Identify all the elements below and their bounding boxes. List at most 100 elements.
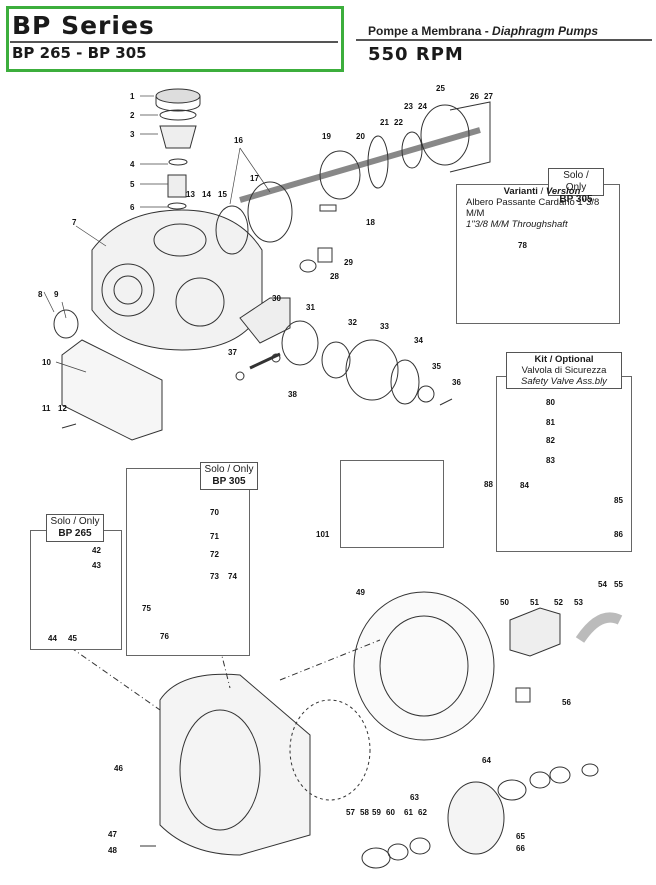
part-number-7: 7 bbox=[72, 218, 77, 227]
part-number-43: 43 bbox=[92, 561, 101, 570]
part-number-44: 44 bbox=[48, 634, 57, 643]
divider bbox=[10, 41, 338, 43]
part-number-4: 4 bbox=[130, 160, 135, 169]
part-number-63: 63 bbox=[410, 793, 419, 802]
part-number-82: 82 bbox=[546, 436, 555, 445]
part-number-65: 65 bbox=[516, 832, 525, 841]
divider-right bbox=[356, 39, 652, 41]
part-number-34: 34 bbox=[414, 336, 423, 345]
part-number-12: 12 bbox=[58, 404, 67, 413]
part-number-86: 86 bbox=[614, 530, 623, 539]
part-number-10: 10 bbox=[42, 358, 51, 367]
bp305-tag-bottom: BP 305 bbox=[212, 476, 246, 487]
bp305-box bbox=[126, 468, 250, 656]
kit-line1: Valvola di Sicurezza bbox=[521, 365, 607, 376]
part-number-11: 11 bbox=[42, 404, 51, 413]
part-number-85: 85 bbox=[614, 496, 623, 505]
part-number-1: 1 bbox=[130, 92, 135, 101]
part-number-37: 37 bbox=[228, 348, 237, 357]
part-number-28: 28 bbox=[330, 272, 339, 281]
variant-box bbox=[456, 184, 620, 324]
variant-text: Varianti / Version Albero Passante Carda… bbox=[466, 186, 618, 230]
part-number-60: 60 bbox=[386, 808, 395, 817]
part-number-2: 2 bbox=[130, 111, 135, 120]
part-number-30: 30 bbox=[272, 294, 281, 303]
part-number-72: 72 bbox=[210, 550, 219, 559]
part-number-29: 29 bbox=[344, 258, 353, 267]
part-number-17: 17 bbox=[250, 174, 259, 183]
variant-line1: Albero Passante Cardano 1"3/8 M/M bbox=[466, 197, 600, 219]
part-number-14: 14 bbox=[202, 190, 211, 199]
part-number-80: 80 bbox=[546, 398, 555, 407]
part-number-36: 36 bbox=[452, 378, 461, 387]
part-number-18: 18 bbox=[366, 218, 375, 227]
part-number-38: 38 bbox=[288, 390, 297, 399]
bp265-box bbox=[30, 530, 122, 650]
part-number-35: 35 bbox=[432, 362, 441, 371]
part-number-56: 56 bbox=[562, 698, 571, 707]
part-number-48: 48 bbox=[108, 846, 117, 855]
kit-box bbox=[496, 376, 632, 552]
part-number-61: 61 bbox=[404, 808, 413, 817]
part-number-66: 66 bbox=[516, 844, 525, 853]
part-number-3: 3 bbox=[130, 130, 135, 139]
variant-title-sep: / bbox=[537, 186, 546, 197]
variant-tag-bottom: BP 305 bbox=[559, 194, 593, 205]
part-number-19: 19 bbox=[322, 132, 331, 141]
part-number-70: 70 bbox=[210, 508, 219, 517]
series-title: BP Series bbox=[12, 11, 155, 40]
part-number-9: 9 bbox=[54, 290, 59, 299]
part-number-84: 84 bbox=[520, 481, 529, 490]
kit-text: Kit / Optional Valvola di Sicurezza Safe… bbox=[506, 352, 622, 389]
part-number-71: 71 bbox=[210, 532, 219, 541]
part-number-24: 24 bbox=[418, 102, 427, 111]
part-number-23: 23 bbox=[404, 102, 413, 111]
part-number-6: 6 bbox=[130, 203, 135, 212]
part-number-20: 20 bbox=[356, 132, 365, 141]
part-number-53: 53 bbox=[574, 598, 583, 607]
variant-tag-top: Solo / Only bbox=[563, 170, 589, 193]
part-number-64: 64 bbox=[482, 756, 491, 765]
part-number-75: 75 bbox=[142, 604, 151, 613]
part-number-22: 22 bbox=[394, 118, 403, 127]
part-number-8: 8 bbox=[38, 290, 43, 299]
part-number-33: 33 bbox=[380, 322, 389, 331]
part-number-49: 49 bbox=[356, 588, 365, 597]
part-number-54: 54 bbox=[598, 580, 607, 589]
bp305-tag-top: Solo / Only bbox=[204, 464, 254, 475]
part-number-32: 32 bbox=[348, 318, 357, 327]
part-number-31: 31 bbox=[306, 303, 315, 312]
kit-line2: Safety Valve Ass.bly bbox=[521, 376, 607, 387]
part-number-101: 101 bbox=[316, 530, 330, 539]
part-number-5: 5 bbox=[130, 180, 135, 189]
subtitle: Pompe a Membrana - Diaphragm Pumps bbox=[368, 24, 598, 38]
part-number-74: 74 bbox=[228, 572, 237, 581]
variant-title-en: Version bbox=[545, 186, 581, 197]
part-number-88: 88 bbox=[484, 480, 493, 489]
part-number-51: 51 bbox=[530, 598, 539, 607]
part-number-78: 78 bbox=[518, 241, 527, 250]
bp265-tag-bottom: BP 265 bbox=[58, 528, 92, 539]
part-number-59: 59 bbox=[372, 808, 381, 817]
part-number-21: 21 bbox=[380, 118, 389, 127]
bp265-tag-top: Solo / Only bbox=[50, 516, 100, 527]
part-number-81: 81 bbox=[546, 418, 555, 427]
part-number-27: 27 bbox=[484, 92, 493, 101]
kit-101-box bbox=[340, 460, 444, 548]
kit-tag-top: Kit / Optional bbox=[534, 354, 594, 365]
part-number-83: 83 bbox=[546, 456, 555, 465]
part-number-52: 52 bbox=[554, 598, 563, 607]
part-number-45: 45 bbox=[68, 634, 77, 643]
part-number-47: 47 bbox=[108, 830, 117, 839]
part-number-16: 16 bbox=[234, 136, 243, 145]
part-number-55: 55 bbox=[614, 580, 623, 589]
subtitle-it: Pompe a Membrana - bbox=[368, 24, 493, 38]
part-number-25: 25 bbox=[436, 84, 445, 93]
title-box bbox=[6, 6, 344, 72]
subtitle-en: Diaphragm Pumps bbox=[492, 24, 599, 38]
part-number-15: 15 bbox=[218, 190, 227, 199]
part-number-13: 13 bbox=[186, 190, 195, 199]
